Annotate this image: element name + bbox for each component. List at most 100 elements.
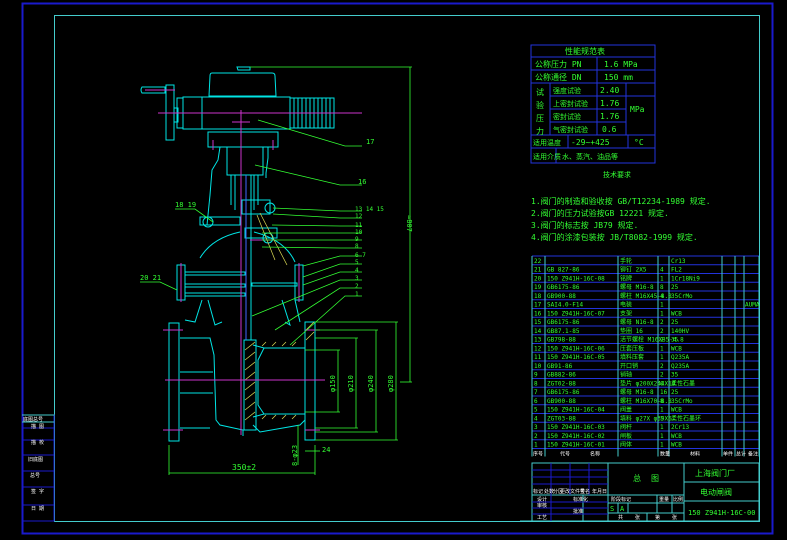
parts-cell-qty: 1: [660, 442, 664, 449]
parts-cell-code: GB900-88: [547, 398, 576, 405]
parts-cell-code: SAI4.0-F14: [547, 302, 584, 309]
parts-cell-material: WCB: [671, 433, 682, 440]
parts-cell-no: 10: [534, 363, 542, 370]
callout-11: 11: [355, 222, 363, 229]
parts-cell-no: 12: [534, 345, 542, 352]
tech-title: 技术要求: [603, 170, 631, 179]
left-label: 更改文件号: [560, 488, 585, 495]
parts-cell-code: GB798-88: [547, 337, 576, 344]
parts-cell-no: 13: [534, 337, 542, 344]
parts-cell-name: 阀盖: [620, 406, 632, 414]
parts-cell-code: 150 Z941H-16C-01: [547, 442, 605, 449]
parts-cell-name: 阀体: [620, 441, 632, 449]
parts-cell-material: 2Cr13: [671, 424, 689, 431]
valve-drawing: [140, 66, 335, 442]
medium-label: 适用介质: [533, 152, 561, 161]
end-flange-left: [168, 322, 180, 442]
yoke-body: [226, 146, 264, 176]
dim-overall-height: ≈807: [405, 215, 413, 232]
sheet-label: 共: [618, 514, 623, 521]
role-label: 设计: [537, 496, 547, 503]
left-label: 年月日: [592, 488, 607, 495]
parts-cell-name: 垫圈 16: [620, 327, 643, 335]
parts-header-cell: 材料: [690, 451, 700, 458]
parts-cell-no: 6: [534, 398, 538, 405]
parts-cell-name: 铭牌: [620, 274, 632, 282]
sheet-label: 张: [672, 514, 677, 521]
dim-bore: φ150: [329, 375, 337, 392]
spec-title: 性能规范表: [565, 46, 605, 56]
parts-cell-code: 150 Z941H-16C-05: [547, 354, 605, 361]
dim-bolt-circle: φ240: [367, 375, 375, 392]
callout-3: 3: [355, 275, 359, 282]
parts-cell-no: 7: [534, 389, 538, 396]
parts-cell-name: 销轴: [620, 371, 632, 379]
test-label: 强度试验: [553, 86, 581, 95]
parts-cell-name: 阀杆: [620, 423, 632, 431]
parts-header-cell: 单件: [723, 451, 733, 458]
yoke: [206, 146, 269, 226]
parts-cell-code: GB 827-86: [547, 267, 580, 274]
spec-value: 1.6 MPa: [604, 60, 638, 69]
parts-cell-qty: 4: [660, 293, 664, 300]
parts-cell-name: 垫片 φ200X244X10: [620, 379, 676, 387]
section-hatching: [244, 212, 315, 421]
parts-cell-qty: 6: [660, 380, 664, 387]
parts-cell-no: 15: [534, 319, 542, 326]
parts-cell-material: Q235A: [671, 363, 689, 370]
parts-cell-qty: 2: [660, 372, 664, 379]
parts-cell-name: 活节螺栓 M16X85-4.8: [620, 336, 684, 344]
parts-cell-code: 150 Z941H-16C-06: [547, 345, 605, 352]
actuator-housing: [208, 72, 277, 97]
callout-17: 17: [366, 138, 374, 146]
parts-cell-code: 150 Z941H-16C-07: [547, 310, 605, 317]
parts-cell-code: GB882-86: [547, 372, 576, 379]
gate-wedge: [243, 339, 257, 431]
parts-cell-no: 17: [534, 302, 542, 309]
parts-cell-code: 150 Z941H-16C-03: [547, 424, 605, 431]
left-label: 分区: [553, 488, 563, 495]
tech-requirements: 技术要求 1.阀门的制造和验收按 GB/T12234-1989 规定. 2.阀门…: [531, 170, 711, 242]
parts-cell-material: Q235A: [671, 354, 689, 361]
parts-cell-no: 22: [534, 258, 542, 265]
parts-cell-no: 1: [534, 442, 538, 449]
revision-label: 旧底图: [28, 456, 43, 463]
parts-cell-material: 140HV: [671, 328, 689, 335]
parts-cell-name: 填料 φ27X φ39X6: [620, 414, 672, 422]
parts-header-cell: 序号: [533, 451, 543, 458]
parts-list-grid: [531, 255, 760, 457]
stage-mark-s: S: [610, 505, 614, 513]
parts-cell-material: 35CrMo: [671, 293, 693, 300]
callout-16: 16: [358, 178, 366, 186]
left-label: 处数: [544, 488, 554, 495]
body-right: [252, 344, 305, 418]
parts-cell-material: WCB: [671, 345, 682, 352]
parts-header-cell: 备注: [748, 451, 758, 458]
parts-cell-code: GB87.1-85: [547, 328, 580, 335]
revision-label: 总号: [30, 472, 40, 479]
stage-label: 阶段标记: [611, 496, 631, 503]
temp-unit: °C: [634, 138, 644, 147]
callout-13-14-15: 13 14 15: [355, 206, 384, 213]
revision-title: 底图总号: [23, 416, 43, 423]
parts-header-cell: 代号: [560, 451, 570, 458]
callout-6-7: 6 7: [355, 252, 366, 259]
end-flange-right: [304, 321, 316, 441]
parts-cell-no: 2: [534, 433, 538, 440]
valve-bonnet: [199, 231, 296, 263]
test-group-label: 试: [536, 87, 544, 97]
left-label: 签名: [580, 488, 590, 495]
sheet-label: 第: [655, 514, 660, 521]
revision-label: 描 图: [31, 423, 44, 430]
parts-cell-no: 14: [534, 328, 542, 335]
parts-cell-material: Cr13: [671, 258, 686, 265]
parts-cell-material: 柔性石墨: [671, 379, 695, 387]
parts-cell-material: WCB: [671, 310, 682, 317]
parts-cell-no: 20: [534, 275, 542, 282]
spec-value: 150 mm: [604, 73, 633, 82]
revision-label: 签 字: [31, 488, 44, 495]
parts-cell-qty: 8: [660, 398, 664, 405]
parts-cell-material: WCB: [671, 407, 682, 414]
parts-cell-qty: 8: [660, 284, 664, 291]
